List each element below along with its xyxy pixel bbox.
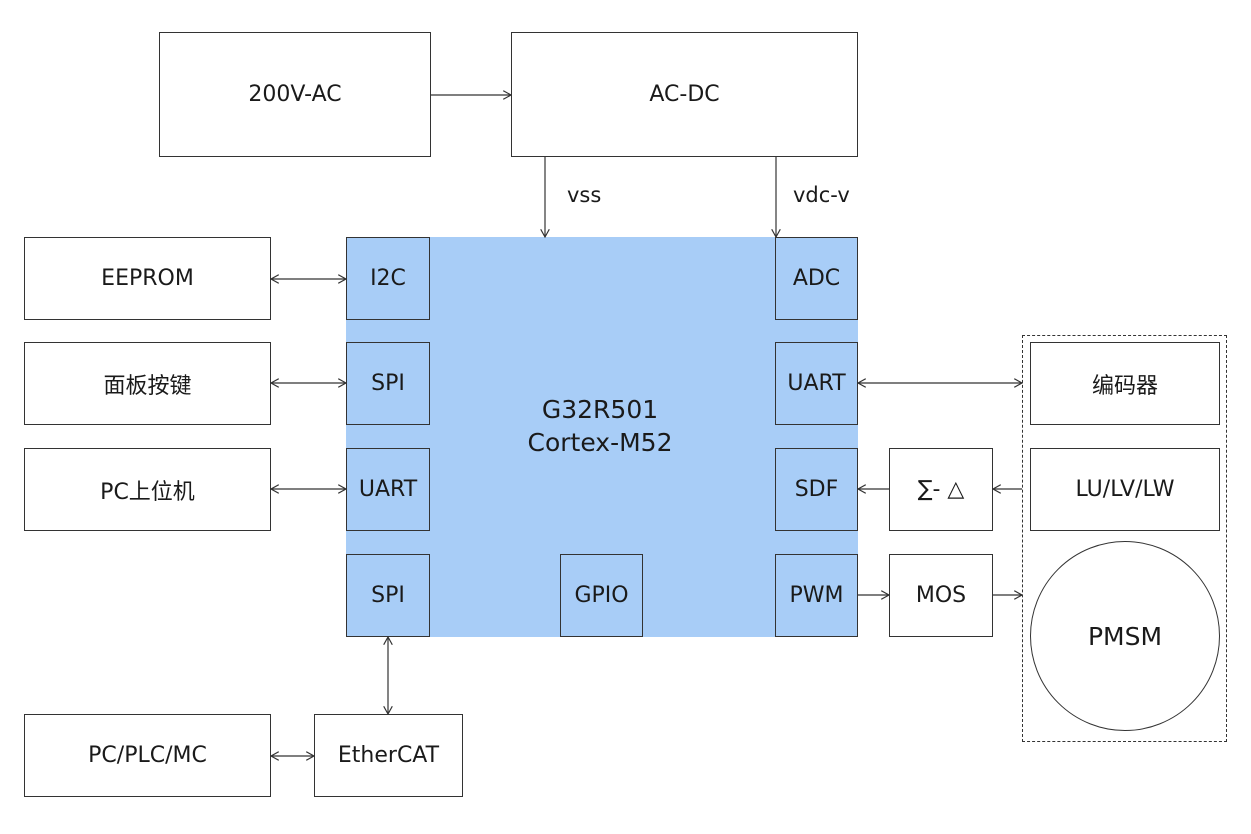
- ac-dc-label: AC-DC: [649, 82, 720, 107]
- pc-plc-mc-label: PC/PLC/MC: [88, 743, 207, 768]
- vdc-label: vdc-v: [793, 183, 850, 207]
- pc-plc-mc-block: PC/PLC/MC: [24, 714, 271, 797]
- port-adc: ADC: [775, 237, 858, 320]
- port-gpio: GPIO: [560, 554, 643, 637]
- ac-dc-block: AC-DC: [511, 32, 858, 157]
- port-spi-left-top: SPI: [346, 342, 430, 425]
- eeprom-label: EEPROM: [101, 266, 194, 291]
- vss-label: vss: [567, 183, 602, 207]
- eeprom-block: EEPROM: [24, 237, 271, 320]
- port-spi-left-bottom: SPI: [346, 554, 430, 637]
- mos-label: MOS: [915, 583, 967, 608]
- panel-keys-block: 面板按键: [24, 342, 271, 425]
- encoder-block: 编码器: [1030, 342, 1220, 425]
- panel-keys-label: 面板按键: [103, 373, 192, 399]
- port-gpio-label: GPIO: [574, 583, 629, 608]
- ac-source-block: 200V-AC: [159, 32, 431, 157]
- port-i2c-label: I2C: [370, 266, 406, 291]
- pmsm-label: PMSM: [1087, 621, 1163, 651]
- port-uart-right-label: UART: [787, 371, 846, 396]
- port-pwm: PWM: [775, 554, 858, 637]
- port-pwm-label: PWM: [789, 583, 844, 608]
- port-i2c: I2C: [346, 237, 430, 320]
- motor-group-frame: [1022, 335, 1227, 742]
- mcu-model: G32R501: [541, 395, 659, 424]
- pc-host-block: PC上位机: [24, 448, 271, 531]
- port-sdf: SDF: [775, 448, 858, 531]
- lu-lv-lw-block: LU/LV/LW: [1030, 448, 1220, 531]
- mcu-title: G32R501 Cortex-M52: [470, 393, 730, 459]
- ethercat-label: EtherCAT: [337, 743, 440, 768]
- sigma-delta-label: ∑- △: [917, 477, 965, 502]
- port-uart-left: UART: [346, 448, 430, 531]
- port-spi-left-bottom-label: SPI: [371, 583, 405, 608]
- mcu-core: Cortex-M52: [527, 428, 673, 457]
- port-uart-left-label: UART: [358, 477, 418, 502]
- sigma-delta-block: ∑- △: [889, 448, 993, 531]
- lu-lv-lw-label: LU/LV/LW: [1075, 477, 1175, 502]
- port-adc-label: ADC: [792, 266, 841, 291]
- pc-host-label: PC上位机: [100, 479, 195, 505]
- port-uart-right: UART: [775, 342, 858, 425]
- port-spi-left-top-label: SPI: [371, 371, 405, 396]
- ac-source-label: 200V-AC: [248, 82, 342, 107]
- encoder-label: 编码器: [1091, 373, 1158, 399]
- pmsm-motor: PMSM: [1030, 541, 1220, 731]
- port-sdf-label: SDF: [794, 477, 839, 502]
